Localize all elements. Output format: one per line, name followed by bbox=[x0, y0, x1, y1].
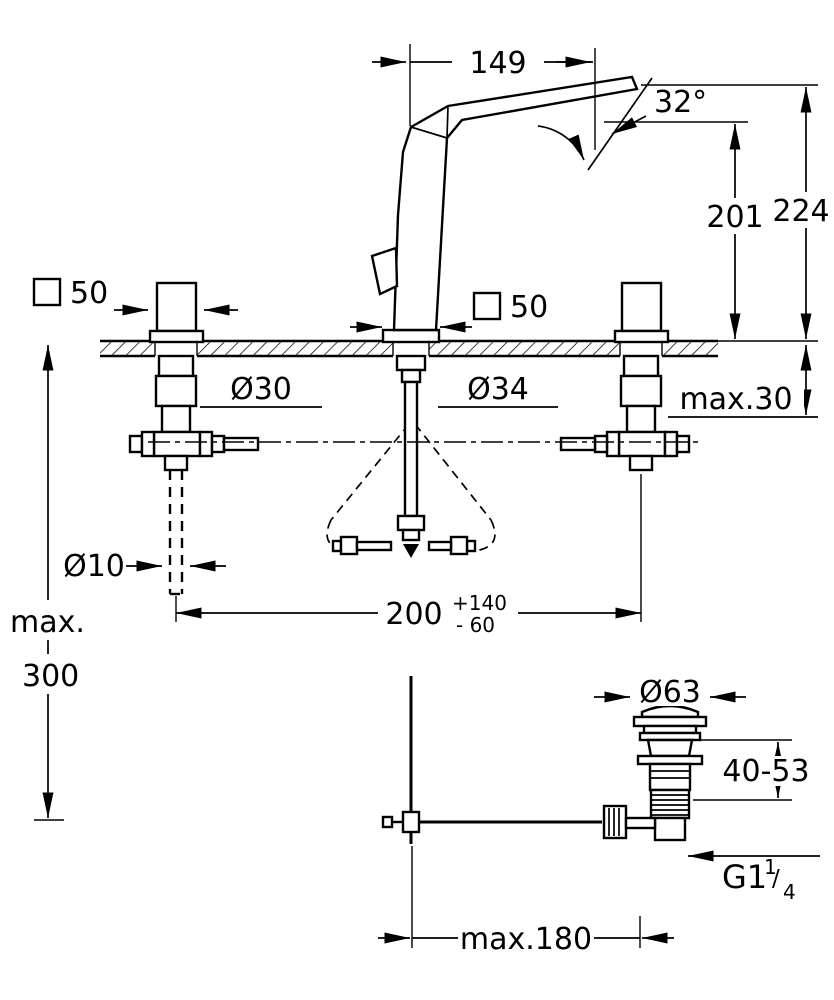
right-hole bbox=[620, 339, 662, 358]
dim-thread-denominator: 4 bbox=[783, 880, 796, 904]
dim-spacing-tol-plus: +140 bbox=[452, 591, 507, 615]
dim-drain-dia-label: Ø63 bbox=[639, 675, 701, 710]
popup-linkage bbox=[326, 423, 496, 552]
left-outlet-stub bbox=[222, 436, 260, 452]
left-valve bbox=[128, 281, 260, 596]
spout-body bbox=[392, 75, 639, 332]
square-symbol-left-icon bbox=[32, 277, 62, 307]
dim-drain-range-label: 40-53 bbox=[722, 754, 809, 789]
dim-thread-label: G1 bbox=[722, 858, 767, 896]
dim-spacing-tol-minus: - 60 bbox=[456, 613, 495, 637]
right-escutcheon bbox=[613, 329, 670, 344]
dim-height-outlet-label: 201 bbox=[706, 200, 763, 235]
faucet-spout bbox=[331, 75, 639, 558]
left-hole bbox=[155, 339, 197, 358]
drain-flange bbox=[632, 715, 708, 728]
right-outlet-stub bbox=[559, 436, 597, 452]
drain-assembly bbox=[602, 704, 708, 842]
faucet-base-plate bbox=[381, 328, 441, 344]
dim-reach-label: 149 bbox=[469, 46, 526, 81]
dim-angle-label: 32° bbox=[654, 85, 707, 120]
square-symbol-center-icon bbox=[472, 291, 502, 321]
dim-left-square-label: 50 bbox=[70, 276, 108, 311]
dim-spacing-label: 200 bbox=[385, 597, 442, 632]
dim-depth-max-label: max. bbox=[10, 605, 85, 640]
dim-deck-max-label: max.30 bbox=[679, 382, 792, 417]
dim-rod-max-label: max.180 bbox=[460, 922, 592, 957]
popup-rod-upper bbox=[403, 380, 419, 518]
dim-center-square-label: 50 bbox=[510, 290, 548, 325]
dim-angle-construction bbox=[537, 77, 653, 171]
dim-thread-numerator: 1 bbox=[764, 855, 777, 879]
spout-lever bbox=[370, 246, 399, 296]
dim-height-total-label: 224 bbox=[772, 194, 829, 229]
drain-knob bbox=[602, 804, 628, 840]
dimension-labels: 149 32° 201 224 50 50 Ø30 Ø34 max.30 Ø10… bbox=[6, 44, 832, 957]
popup-rod-lower bbox=[381, 676, 602, 844]
left-escutcheon bbox=[148, 329, 205, 344]
right-valve bbox=[559, 281, 691, 472]
dim-center-hole-label: Ø34 bbox=[467, 372, 529, 407]
left-flex-pipe bbox=[168, 470, 184, 596]
drain-plug bbox=[640, 704, 700, 719]
rod-arrow-tip bbox=[403, 544, 419, 558]
center-hole bbox=[393, 339, 429, 358]
left-handle bbox=[155, 281, 198, 333]
dim-pipe-dia-label: Ø10 bbox=[63, 549, 125, 584]
dim-thread-slash: / bbox=[772, 866, 780, 892]
countertop bbox=[100, 339, 818, 358]
right-handle bbox=[620, 281, 663, 333]
dim-left-hole-label: Ø30 bbox=[230, 372, 292, 407]
dim-depth-value-label: 300 bbox=[22, 659, 79, 694]
